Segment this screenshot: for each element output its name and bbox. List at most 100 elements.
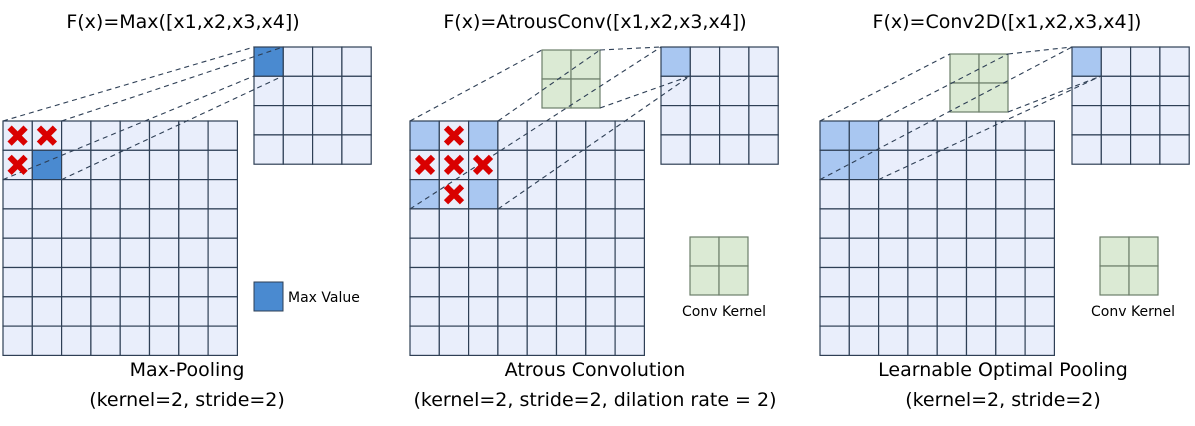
input-cell <box>936 208 968 239</box>
projection-line <box>1007 75 1102 113</box>
input-cell <box>848 120 880 151</box>
input-cell <box>90 149 121 181</box>
input-cell <box>614 149 645 181</box>
input-cell <box>148 149 180 181</box>
panel-learnable-optimal-pooling: F(x)=Conv2D([x1,x2,x3,x4]) Conv Kernel L… <box>819 11 1190 411</box>
output-cell <box>312 75 343 107</box>
input-cell <box>526 296 558 327</box>
input-grid-atrous-convolution <box>409 120 645 357</box>
kernel-above-learnable-pooling <box>949 53 1009 113</box>
input-cell <box>877 266 909 298</box>
input-cell <box>148 179 180 210</box>
input-cell <box>526 208 558 239</box>
input-cell <box>819 149 850 181</box>
input-cell <box>90 179 121 210</box>
input-grid-learnable-pooling <box>819 120 1055 357</box>
input-cell <box>1024 296 1055 327</box>
input-cell <box>178 325 209 357</box>
input-cell <box>497 296 528 327</box>
output-cell <box>1071 75 1102 107</box>
input-cell <box>848 266 880 298</box>
input-cell <box>877 179 909 210</box>
projection-lines-atrous-convolution <box>409 46 691 210</box>
input-cell <box>207 179 239 210</box>
input-cell <box>965 120 997 151</box>
input-cell <box>60 120 92 151</box>
output-cell <box>341 75 372 107</box>
projection-line <box>599 46 662 51</box>
output-cell <box>341 104 372 136</box>
input-cell <box>60 266 92 298</box>
cross-icon <box>472 154 494 176</box>
input-cell <box>207 208 239 239</box>
input-cell <box>819 266 850 298</box>
input-cell <box>819 208 850 239</box>
input-cell <box>438 179 470 210</box>
input-cell <box>614 237 645 269</box>
input-cell <box>526 120 558 151</box>
output-cell <box>1100 46 1132 77</box>
output-cell <box>312 134 343 165</box>
caption-title-atrous-convolution: Atrous Convolution <box>505 359 686 381</box>
input-cell <box>2 179 33 210</box>
input-grid-max-pooling <box>2 120 239 357</box>
input-cell <box>555 179 587 210</box>
projection-line <box>497 49 601 122</box>
input-cell <box>438 237 470 269</box>
input-cell <box>585 208 616 239</box>
input-cell <box>555 237 587 269</box>
input-cell <box>31 325 63 357</box>
output-cell <box>660 75 691 107</box>
input-cell <box>995 208 1026 239</box>
input-cell <box>409 296 440 327</box>
projection-line <box>2 75 255 181</box>
input-cell <box>31 296 63 327</box>
output-cell <box>689 75 721 107</box>
input-cell <box>819 325 850 357</box>
input-cell <box>148 296 180 327</box>
input-cell <box>995 266 1026 298</box>
input-cell <box>409 266 440 298</box>
output-cell <box>1129 134 1161 165</box>
output-cell <box>1129 75 1161 107</box>
output-cell <box>1159 46 1190 77</box>
input-cell <box>497 179 528 210</box>
input-cell <box>90 208 121 239</box>
output-cell <box>1159 75 1190 107</box>
projection-line <box>497 75 691 210</box>
panel-max-pooling: F(x)=Max([x1,x2,x3,x4]) Max Value Max-Po… <box>2 11 372 411</box>
input-cell <box>178 179 209 210</box>
output-cell <box>660 104 691 136</box>
output-cell <box>1129 104 1161 136</box>
input-cell <box>555 325 587 357</box>
input-cell <box>1024 325 1055 357</box>
projection-line <box>819 46 1073 181</box>
input-cell <box>31 237 63 269</box>
output-cell <box>689 134 721 165</box>
formula-atrous-convolution: F(x)=AtrousConv([x1,x2,x3,x4]) <box>443 11 746 33</box>
input-cell <box>965 208 997 239</box>
input-cell <box>526 149 558 181</box>
output-cell <box>718 134 750 165</box>
output-cell <box>1071 104 1102 136</box>
output-cell <box>1100 134 1132 165</box>
output-grid-max-pooling <box>253 46 372 165</box>
input-cell <box>119 237 151 269</box>
input-cell <box>119 325 151 357</box>
kernel-cell <box>541 78 572 109</box>
kernel-cell <box>1128 265 1159 296</box>
output-grid-atrous-convolution <box>660 46 779 165</box>
input-cell <box>207 325 239 357</box>
input-cell <box>31 266 63 298</box>
input-cell <box>178 208 209 239</box>
input-cell <box>907 266 938 298</box>
projection-line <box>1007 46 1073 55</box>
cross-icon <box>414 154 436 176</box>
input-cell <box>497 325 528 357</box>
kernel-cell <box>1128 236 1159 267</box>
input-cell <box>907 120 938 151</box>
kernel-cell <box>570 78 601 109</box>
kernel-cell <box>689 265 720 296</box>
input-cell <box>409 208 440 239</box>
input-cell <box>148 266 180 298</box>
